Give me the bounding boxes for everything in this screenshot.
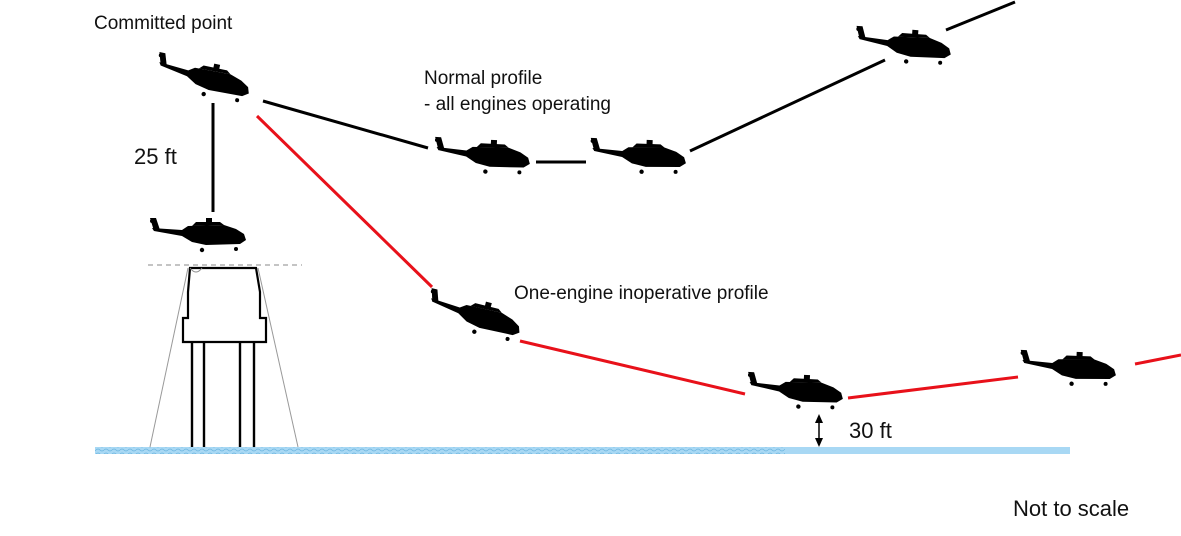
normal-profile-path [262, 0, 1016, 164]
committed-point-label: Committed point [94, 13, 233, 34]
helicopter-icon [1015, 343, 1125, 388]
oei-profile-path [255, 114, 1181, 400]
height-25ft-label: 25 ft [134, 144, 177, 169]
helicopter-icon [429, 130, 540, 177]
helicopter-icon [146, 212, 254, 253]
double-arrow-icon [815, 414, 823, 447]
normal-profile-label-line2: - all engines operating [424, 94, 611, 115]
normal-profile-label-line1: Normal profile [424, 68, 543, 89]
helicopter-icon [742, 365, 853, 412]
not-to-scale-label: Not to scale [1013, 496, 1130, 521]
oei-profile-label: One-engine inoperative profile [514, 283, 769, 304]
platform-icon [148, 264, 302, 448]
helicopter-icon [148, 45, 263, 108]
helicopter-icon [850, 19, 961, 68]
water-surface [785, 447, 1070, 454]
helicopter-icon [585, 131, 695, 176]
height-30ft-label: 30 ft [849, 418, 892, 443]
water-surface-textured [95, 447, 785, 454]
